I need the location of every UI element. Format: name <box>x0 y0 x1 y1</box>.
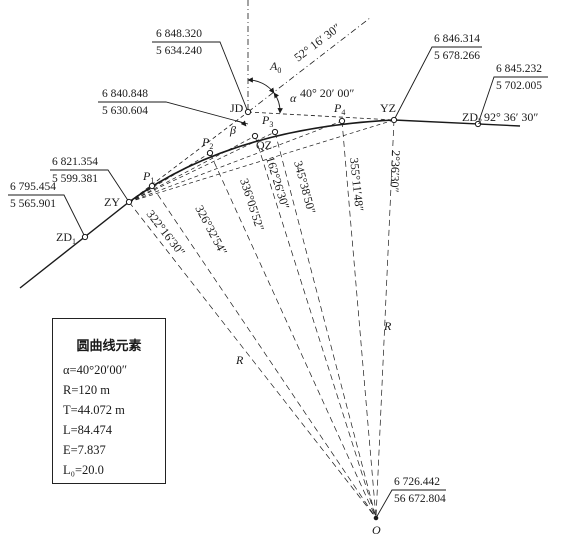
deflection-label: 40° 20′ 00″ <box>300 86 354 100</box>
o-marker <box>373 515 379 521</box>
element-external: E=7.837 <box>63 443 106 457</box>
p4-label: P4 <box>333 101 345 117</box>
element-tangent: T=44.072 m <box>63 403 125 417</box>
angle-labels: A0 α β 52° 16′ 30″ 40° 20′ 00″ 92° 36′ 3… <box>144 20 539 367</box>
route-lines <box>19 0 521 519</box>
leader-lines <box>8 41 548 519</box>
alpha-label: α <box>290 91 297 105</box>
yz-x: 6 846.314 <box>434 33 480 45</box>
leader-zy <box>50 169 130 203</box>
azimuth-top-label: 52° 16′ 30″ <box>291 20 343 64</box>
curve-elements-box: 圆曲线元素 α=40°20′00″ R=120 m T=44.072 m L=8… <box>52 318 166 484</box>
leader-o <box>375 489 446 519</box>
leader-yz <box>393 46 482 121</box>
zy-x: 6 821.354 <box>52 156 98 168</box>
curve-elements-title: 圆曲线元素 <box>76 339 142 354</box>
a0-label: A0 <box>269 59 281 75</box>
jd-x: 6 848.320 <box>156 28 202 40</box>
radius-r-left: R <box>235 353 244 367</box>
p3-label: P3 <box>261 113 273 129</box>
chord-lines <box>128 119 395 203</box>
jd-label: JD <box>230 101 244 115</box>
point-labels: JD ZY QZ YZ O ZD1 ZD2 P1 P2 P3 P4 <box>56 101 482 537</box>
zd1-marker <box>81 233 89 241</box>
jd-y: 5 634.240 <box>156 45 202 57</box>
zd2-marker <box>474 120 482 128</box>
p4-marker <box>338 117 346 125</box>
jd-marker <box>244 108 252 116</box>
zd1-label: ZD1 <box>56 230 76 246</box>
coordinate-labels: 6 848.320 5 634.240 6 840.848 5 630.604 … <box>10 28 542 505</box>
radius-angle-7: 2°36′30″ <box>388 150 403 193</box>
beta-label: β <box>229 123 236 137</box>
zd1-x: 6 795.454 <box>10 181 56 193</box>
p1-label: P1 <box>142 169 154 185</box>
radius-angle-5: 345°38′50″ <box>291 159 319 215</box>
zy-y: 5 599.381 <box>52 173 98 185</box>
element-length: L=84.474 <box>63 423 113 437</box>
zd2-x: 6 845.232 <box>496 63 542 75</box>
azimuth-right-label: 92° 36′ 30″ <box>484 110 538 124</box>
zy-marker <box>125 198 133 206</box>
forward-tangent <box>393 119 521 127</box>
qz-label: QZ <box>256 138 272 152</box>
zy-label: ZY <box>104 195 120 209</box>
leader-jd <box>152 41 249 113</box>
p2-marker <box>206 149 214 157</box>
p3-marker <box>271 128 279 136</box>
radius-angle-2: 326°32′54″ <box>192 203 230 258</box>
radius-angle-3: 336°05′52″ <box>237 177 267 233</box>
element-alpha: α=40°20′00″ <box>63 363 128 377</box>
zd2-label: ZD2 <box>462 110 482 126</box>
radius-lines <box>128 119 395 519</box>
yz-marker <box>390 116 398 124</box>
p2-label: P2 <box>201 135 213 151</box>
yz-label: YZ <box>380 101 396 115</box>
back-tangent <box>19 201 130 289</box>
element-l0: L₀=20.0 <box>63 463 104 477</box>
point-markers <box>81 108 482 521</box>
alpha-arc <box>273 92 283 114</box>
leader-zd2 <box>477 76 548 125</box>
leader-zd1 <box>8 194 86 238</box>
p1-marker <box>148 182 156 190</box>
radius-angle-6: 355°11′48″ <box>347 157 367 212</box>
o-y: 56 672.804 <box>394 493 446 505</box>
yz-y: 5 678.266 <box>434 50 480 62</box>
a0-arc <box>247 77 275 94</box>
element-radius: R=120 m <box>63 383 110 397</box>
qz-marker <box>251 132 259 140</box>
radius-angle-1: 322°16′30″ <box>144 207 189 259</box>
back-tangent-extension <box>128 111 249 203</box>
o-label: O <box>372 523 381 537</box>
zd2-y: 5 702.005 <box>496 80 542 92</box>
p5-y: 5 630.604 <box>102 105 148 117</box>
radius-r-right: R <box>383 319 392 333</box>
zd1-y: 5 565.901 <box>10 198 56 210</box>
p5-x: 6 840.848 <box>102 88 148 100</box>
circular-curve <box>128 119 395 203</box>
leader-p5 <box>98 101 249 125</box>
forward-tangent-dashed <box>247 111 395 121</box>
o-x: 6 726.442 <box>394 476 440 488</box>
